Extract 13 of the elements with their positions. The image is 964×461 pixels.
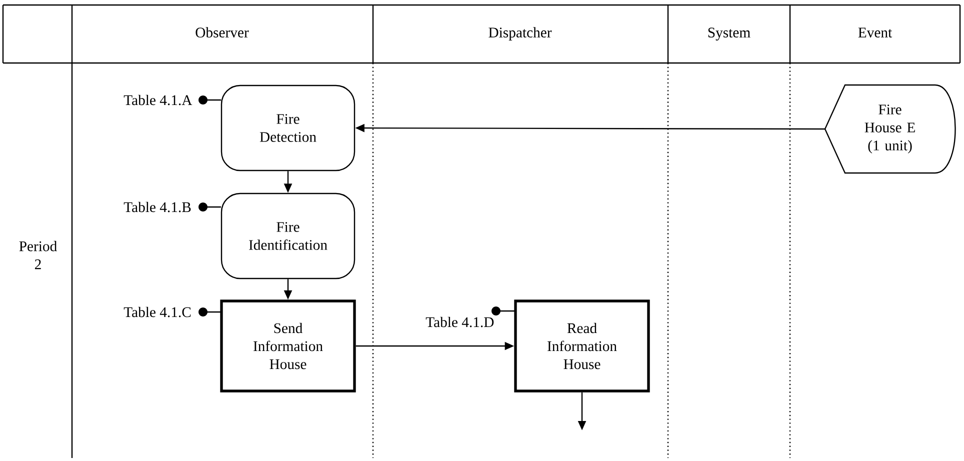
row-header: Period 2 (19, 240, 57, 270)
table-reference: Table 4.1.C (124, 306, 191, 318)
process-box: Fire Detection (220, 84, 356, 172)
column-header: Observer (196, 27, 249, 38)
process-box: Read Information House (514, 300, 650, 392)
process-box: Fire Identification (220, 192, 356, 280)
column-header: Dispatcher (488, 27, 552, 40)
table-reference: Table 4.1.A (124, 94, 192, 106)
table-reference: Table 4.1.B (124, 202, 191, 212)
column-header: System (708, 28, 750, 40)
column-header: Event (858, 28, 892, 38)
table-reference: Table 4.1.D (426, 316, 494, 328)
process-box: Send Information House (220, 300, 356, 392)
